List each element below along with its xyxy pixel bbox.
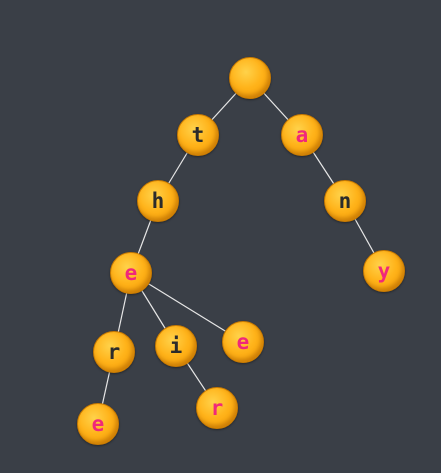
trie-node-n: n [324,180,366,222]
trie-node-r-their: r [196,387,238,429]
trie-node-e-the: e [110,252,152,294]
trie-node-h: h [137,180,179,222]
trie-node-e-there: e [77,403,119,445]
trie-node-a: a [281,114,323,156]
trie-node-root [229,57,271,99]
trie-node-e-thee: e [222,321,264,363]
trie-node-y: y [363,250,405,292]
trie-node-t: t [177,114,219,156]
trie-node-i-thei: i [155,325,197,367]
trie-node-r-ther: r [93,331,135,373]
